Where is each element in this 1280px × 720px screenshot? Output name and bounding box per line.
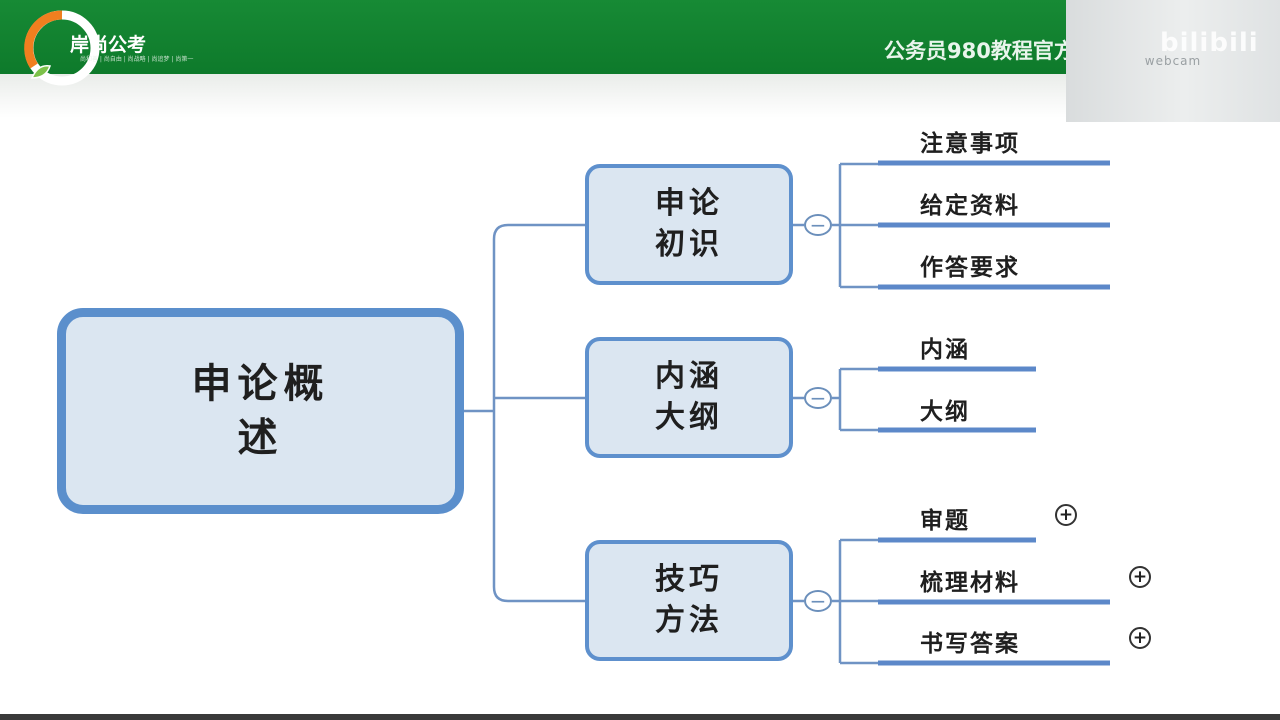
leaf-node-materials[interactable]: 给定资料 <box>920 193 1020 219</box>
leaf-node-connotation[interactable]: 内涵 <box>920 337 970 363</box>
leaf-node-notes[interactable]: 注意事项 <box>920 131 1020 157</box>
branch-node-label: 技巧方法 <box>655 562 723 638</box>
brand-slogan: 尚和善 | 尚自由 | 尚战略 | 尚追梦 | 尚第一 <box>80 56 194 63</box>
webcam-placeholder-label: webcam <box>1144 54 1202 68</box>
central-node-label: 申论概述 <box>191 361 330 461</box>
bilibili-watermark: bilibili <box>1160 28 1259 58</box>
expand-organize-materials-button[interactable]: + <box>1129 566 1151 588</box>
webcam-overlay: webcam <box>1066 0 1280 122</box>
connector-b3-fan <box>832 538 878 665</box>
connector-trunk <box>492 223 585 603</box>
leaf-node-organize-materials[interactable]: 梳理材料 <box>920 570 1020 596</box>
brand-name: 岸尚公考 <box>70 34 147 56</box>
collapse-branch-intro-button[interactable]: − <box>804 214 832 236</box>
bottom-edge <box>0 714 1280 720</box>
brand-logo-icon <box>24 10 100 86</box>
branch-node-label: 申论初识 <box>655 186 723 262</box>
collapse-branch-method-button[interactable]: − <box>804 590 832 612</box>
leaf-node-outline[interactable]: 大纲 <box>920 399 970 425</box>
central-node[interactable]: 申论概述 <box>57 308 464 514</box>
leaf-node-write-answer[interactable]: 书写答案 <box>920 631 1020 657</box>
branch-node-outline[interactable]: 内涵大纲 <box>585 337 793 458</box>
leaf-node-review[interactable]: 审题 <box>920 508 970 534</box>
connector-b1-fan <box>832 162 878 289</box>
expand-write-answer-button[interactable]: + <box>1129 627 1151 649</box>
connector-b2-fan <box>832 367 878 432</box>
expand-review-button[interactable]: + <box>1055 504 1077 526</box>
leaf-node-requirements[interactable]: 作答要求 <box>920 255 1020 281</box>
branch-node-intro[interactable]: 申论初识 <box>585 164 793 285</box>
branch-node-method[interactable]: 技巧方法 <box>585 540 793 661</box>
branch-node-label: 内涵大纲 <box>655 359 723 435</box>
collapse-branch-outline-button[interactable]: − <box>804 387 832 409</box>
